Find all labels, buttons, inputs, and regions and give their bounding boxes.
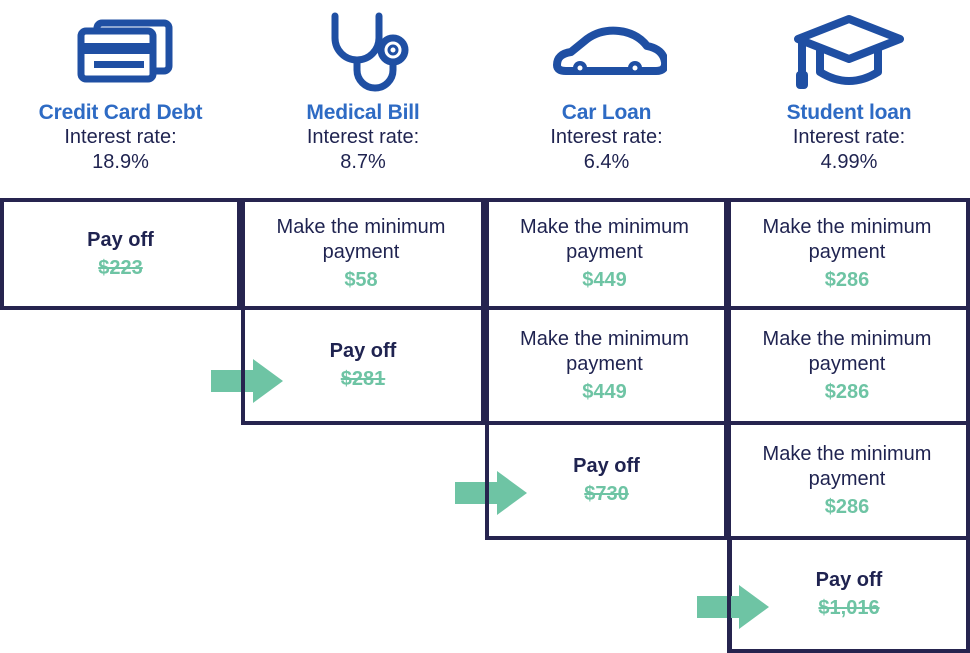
debt-title: Credit Card Debt	[38, 101, 203, 124]
debt-title: Student loan	[786, 101, 912, 124]
cell-medical-bill-step-1: Make the minimum payment $58	[241, 198, 485, 310]
car-icon	[547, 8, 667, 100]
cell-action-label: Make the minimum payment	[762, 216, 932, 263]
debt-header-row: Credit Card Debt Interest rate: 18.9% Me…	[0, 0, 970, 198]
debt-title: Medical Bill	[306, 101, 420, 124]
cell-medical-bill-step-2: Pay off $281	[241, 310, 485, 425]
cell-action-label: Make the minimum payment	[520, 327, 689, 375]
cell-medical-bill-step-3-empty	[241, 425, 485, 540]
header-column-car-loan: Car Loan Interest rate: 6.4%	[485, 0, 728, 198]
interest-rate-label: Interest rate:	[550, 126, 663, 148]
cell-action-label: Pay off	[815, 569, 883, 591]
header-column-student-loan: Student loan Interest rate: 4.99%	[728, 0, 970, 198]
cell-credit-card-step-4-empty	[0, 540, 241, 653]
cell-car-loan-step-1: Make the minimum payment $449	[485, 198, 728, 310]
cell-student-loan-step-3: Make the minimum payment $286	[728, 425, 970, 540]
cell-credit-card-step-1: Pay off $223	[0, 198, 241, 310]
stethoscope-icon	[313, 8, 413, 100]
cell-amount: $286	[824, 380, 870, 403]
cell-action-label: Pay off	[329, 340, 397, 362]
table-row: Pay off $281 Make the minimum payment $4…	[0, 310, 970, 425]
table-row: Pay off $730 Make the minimum payment $2…	[0, 425, 970, 540]
table-row: Pay off $223 Make the minimum payment $5…	[0, 198, 970, 310]
interest-rate-value: 4.99%	[820, 151, 878, 173]
header-column-medical-bill: Medical Bill Interest rate: 8.7%	[241, 0, 485, 198]
cell-amount: $223	[98, 256, 143, 279]
cell-student-loan-step-4: Pay off $1,016	[728, 540, 970, 653]
cell-amount: $58	[344, 269, 378, 291]
cell-action-label: Make the minimum payment	[276, 216, 446, 263]
cell-car-loan-step-2: Make the minimum payment $449	[485, 310, 728, 425]
cell-amount: $281	[340, 368, 386, 390]
interest-rate-label: Interest rate:	[306, 126, 420, 148]
cell-action-label: Make the minimum payment	[762, 327, 932, 375]
cell-student-loan-step-1: Make the minimum payment $286	[728, 198, 970, 310]
cell-amount: $286	[824, 495, 870, 518]
interest-rate-value: 6.4%	[583, 151, 630, 173]
cell-amount: $1,016	[818, 597, 880, 619]
credit-cards-icon	[66, 8, 176, 100]
graduation-cap-icon	[790, 8, 908, 100]
cell-credit-card-step-2-empty	[0, 310, 241, 425]
cell-amount: $449	[582, 380, 627, 403]
debt-title: Car Loan	[561, 101, 652, 124]
interest-rate-value: 8.7%	[340, 151, 386, 173]
interest-rate-label: Interest rate:	[792, 126, 906, 148]
cell-action-label: Pay off	[573, 455, 640, 477]
cell-amount: $286	[824, 269, 870, 291]
interest-rate-label: Interest rate:	[64, 126, 177, 148]
cell-car-loan-step-4-empty	[485, 540, 728, 653]
cell-credit-card-step-3-empty	[0, 425, 241, 540]
cell-action-label: Pay off	[87, 228, 154, 251]
cell-student-loan-step-2: Make the minimum payment $286	[728, 310, 970, 425]
cell-action-label: Make the minimum payment	[520, 216, 689, 263]
cell-medical-bill-step-4-empty	[241, 540, 485, 653]
cell-amount: $449	[582, 269, 627, 291]
table-row: Pay off $1,016	[0, 540, 970, 653]
payoff-schedule-grid: Pay off $223 Make the minimum payment $5…	[0, 198, 970, 653]
cell-car-loan-step-3: Pay off $730	[485, 425, 728, 540]
interest-rate-value: 18.9%	[92, 151, 149, 173]
cell-amount: $730	[584, 483, 629, 505]
cell-action-label: Make the minimum payment	[762, 442, 932, 490]
header-column-credit-card-debt: Credit Card Debt Interest rate: 18.9%	[0, 0, 241, 198]
